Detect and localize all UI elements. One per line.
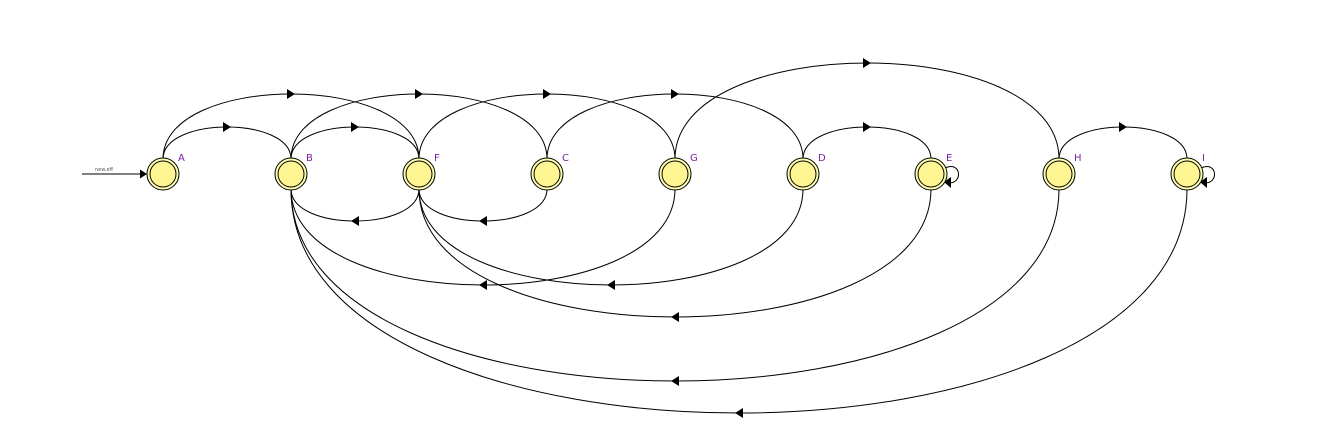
- transition-h-to-b-arrowhead: [671, 376, 679, 386]
- state-c[interactable]: C: [530, 153, 569, 191]
- state-inner-circle: [1045, 160, 1073, 188]
- transition-b-to-c: [290, 93, 548, 160]
- transition-f-to-b-arrowhead: [351, 216, 359, 226]
- state-label-b: B: [306, 153, 313, 164]
- transition-e-to-f: [418, 188, 932, 318]
- transition-d-to-e-arrowhead: [863, 122, 871, 132]
- state-label-h: H: [1074, 153, 1082, 164]
- state-d[interactable]: D: [786, 153, 826, 191]
- transition-g-to-b-arrowhead: [479, 280, 487, 290]
- state-inner-circle: [661, 160, 689, 188]
- state-e[interactable]: E: [914, 153, 952, 191]
- state-label-f: F: [434, 153, 440, 164]
- state-g[interactable]: G: [658, 153, 698, 191]
- state-label-i: I: [1202, 153, 1205, 164]
- state-inner-circle: [405, 160, 433, 188]
- state-inner-circle: [1173, 160, 1201, 188]
- transition-h-to-i-arrowhead: [1119, 122, 1127, 132]
- state-h[interactable]: H: [1042, 153, 1082, 191]
- start-label: new.eff: [95, 167, 114, 173]
- transition-c-to-d: [546, 93, 804, 160]
- transition-g-to-h-arrowhead: [863, 58, 871, 68]
- transition-e-to-e-arrowhead: [944, 177, 951, 188]
- state-f[interactable]: F: [402, 153, 440, 191]
- transitions-layer: [162, 58, 1215, 418]
- state-inner-circle: [917, 160, 945, 188]
- transition-c-to-f: [418, 188, 548, 222]
- state-inner-circle: [149, 160, 177, 188]
- state-label-a: A: [178, 153, 185, 164]
- transition-a-to-f: [162, 93, 420, 160]
- transition-i-to-b: [290, 188, 1188, 414]
- start-arrow-group: new.eff: [82, 167, 147, 179]
- state-inner-circle: [277, 160, 305, 188]
- state-label-g: G: [690, 153, 698, 164]
- state-a[interactable]: A: [146, 153, 185, 191]
- state-i[interactable]: I: [1170, 153, 1205, 191]
- transition-g-to-h: [674, 62, 1060, 160]
- transition-a-to-b-arrowhead: [223, 122, 231, 132]
- transition-i-to-b-arrowhead: [735, 408, 743, 418]
- transition-f-to-g-arrowhead: [543, 89, 551, 99]
- state-inner-circle: [533, 160, 561, 188]
- transition-f-to-b: [290, 188, 420, 222]
- transition-g-to-b: [290, 188, 676, 286]
- transition-a-to-f-arrowhead: [287, 89, 295, 99]
- state-label-d: D: [818, 153, 826, 164]
- transition-c-to-d-arrowhead: [671, 89, 679, 99]
- transition-e-to-f-arrowhead: [671, 312, 679, 322]
- state-label-c: C: [562, 153, 569, 164]
- transition-d-to-f-arrowhead: [607, 280, 615, 290]
- start-arrowhead: [140, 169, 147, 179]
- transition-b-to-c-arrowhead: [415, 89, 423, 99]
- state-label-e: E: [946, 153, 952, 164]
- transition-h-to-b: [290, 188, 1060, 382]
- state-b[interactable]: B: [274, 153, 313, 191]
- transition-c-to-f-arrowhead: [479, 216, 487, 226]
- state-inner-circle: [789, 160, 817, 188]
- transition-b-to-f-arrowhead: [351, 122, 359, 132]
- transition-i-to-i-arrowhead: [1200, 177, 1207, 188]
- transition-f-to-g: [418, 93, 676, 160]
- transition-d-to-f: [418, 188, 804, 286]
